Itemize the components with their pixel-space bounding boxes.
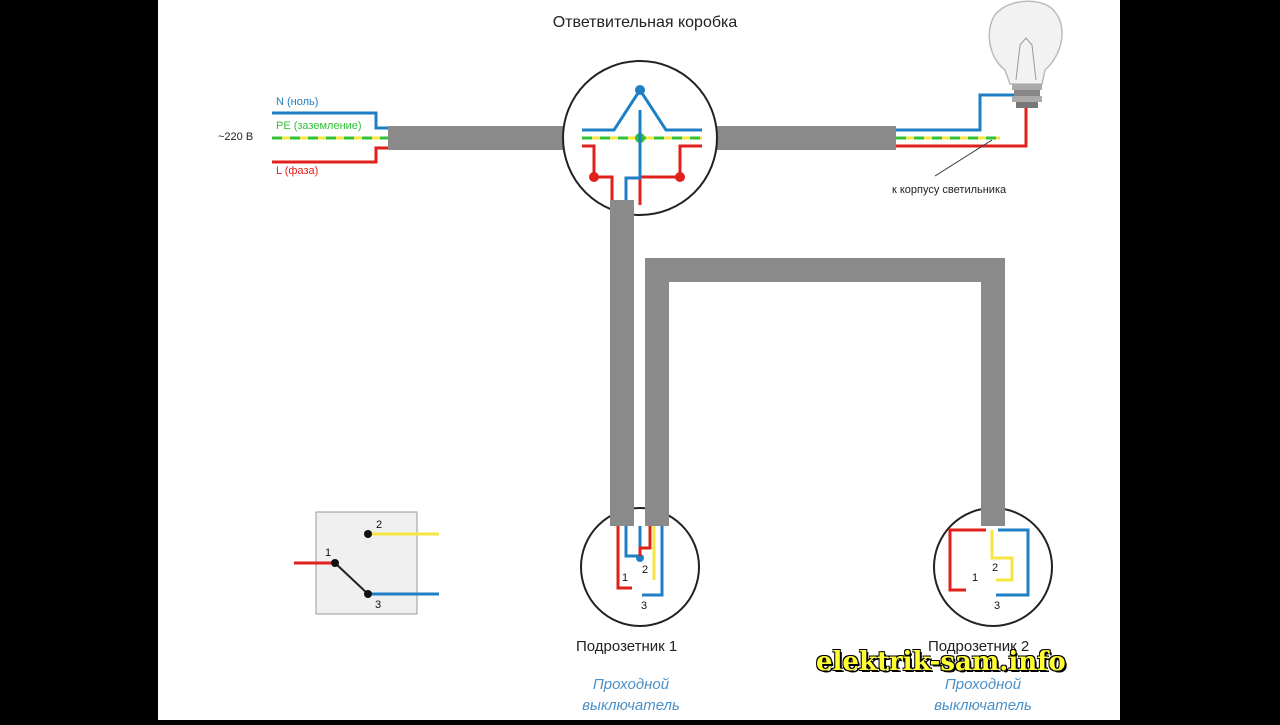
lamp-body-note: к корпусу светильника [892,184,1007,196]
switch-terminal-2: 2 [376,519,383,531]
box-2-switch-label: Проходной выключатель [934,676,1032,714]
box-2-terminal-1: 1 [972,572,979,584]
cable-down-1 [610,200,634,526]
light-bulb-icon [988,0,1063,108]
box-2-terminal-3: 3 [994,600,1001,612]
box-1-terminal-1: 1 [622,572,629,584]
box-2-name: Подрозетник 2 [928,638,1030,655]
voltage-label: ~220 В [218,131,254,143]
lamp-wires [896,93,1028,177]
switch-symbol [294,511,439,615]
box-1-terminal-3: 3 [641,600,648,612]
neutral-label: N (ноль) [276,96,319,108]
supply-wires [272,111,388,164]
box-2-terminal-2: 2 [992,562,999,574]
switch-terminal-3: 3 [375,599,382,611]
box-1-terminal-2: 2 [642,564,649,576]
cable-supply [388,126,582,150]
earth-label: PE (заземление) [276,120,362,132]
box-1-name: Подрозетник 1 [576,638,678,655]
mounting-box-1 [580,505,700,627]
junction-box [562,60,718,216]
switch-terminal-1: 1 [325,547,332,559]
junction-box-label: Ответвительная коробка [552,14,738,31]
cable-lamp [702,126,896,150]
phase-label: L (фаза) [276,165,319,177]
mounting-box-2 [933,505,1053,627]
watermark: elektrik-sam.info [816,647,1066,677]
box-1-switch-label: Проходной выключатель [582,676,680,714]
